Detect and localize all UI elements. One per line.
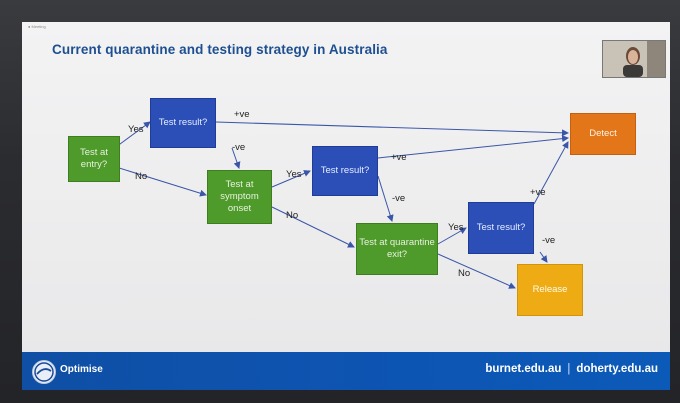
label-exit-no: No	[458, 268, 471, 279]
node-test-result-1-label: Test result?	[158, 117, 208, 128]
node-test-at-entry: Test at entry?	[68, 136, 120, 182]
arrow-result3-neg	[539, 251, 548, 263]
label-result3-neg: -ve	[542, 235, 556, 246]
node-test-at-entry-label: Test at entry?	[80, 147, 108, 170]
label-result3-pos: +ve	[530, 187, 546, 198]
slide-title: Current quarantine and testing strategy …	[52, 42, 388, 57]
label-result1-neg: -ve	[232, 142, 246, 153]
arrow-exit-yes	[437, 227, 467, 245]
link-burnet[interactable]: burnet.edu.au	[485, 363, 562, 375]
footer-separator: |	[567, 363, 571, 375]
label-entry-yes: Yes	[128, 124, 144, 135]
slide-top-caption: ● Meeting	[28, 24, 46, 29]
node-test-result-2: Test result?	[312, 146, 378, 196]
label-result2-pos: +ve	[391, 152, 407, 163]
presentation-slide: ● Meeting Current quarantine and testing…	[22, 22, 670, 390]
node-release: Release	[517, 264, 583, 316]
node-release-label: Release	[532, 284, 568, 295]
label-result1-pos: +ve	[234, 109, 250, 120]
arrow-result2-pos	[377, 135, 569, 159]
arrow-entry-yes	[115, 121, 151, 148]
node-test-result-2-label: Test result?	[320, 165, 370, 176]
label-entry-no: No	[135, 171, 148, 182]
arrow-result2-neg	[377, 175, 394, 222]
node-test-at-symptom-onset: Test at symptom onset	[207, 170, 272, 224]
label-result2-neg: -ve	[392, 193, 406, 204]
node-detect: Detect	[570, 113, 636, 155]
slide-footer: Optimise burnet.edu.au | doherty.edu.au	[22, 352, 670, 390]
link-doherty[interactable]: doherty.edu.au	[576, 363, 658, 375]
arrow-entry-no	[115, 166, 207, 197]
footer-links: burnet.edu.au | doherty.edu.au	[485, 363, 658, 375]
arrow-result1-neg	[231, 147, 241, 169]
optimise-logo-text: Optimise	[60, 364, 103, 375]
flowchart-arrows	[115, 121, 569, 289]
optimise-swirl-icon	[34, 362, 54, 382]
node-test-at-quarantine-exit-label: Test at quarantine exit?	[359, 237, 435, 260]
node-detect-label: Detect	[589, 128, 617, 139]
optimise-logo-icon	[32, 360, 56, 384]
label-symptom-no: No	[286, 210, 299, 221]
arrow-symptom-no	[271, 206, 355, 248]
node-test-result-3: Test result?	[468, 202, 534, 254]
node-test-at-quarantine-exit: Test at quarantine exit?	[356, 223, 438, 275]
presenter-video-thumbnail[interactable]	[602, 40, 666, 78]
label-exit-yes: Yes	[448, 222, 464, 233]
arrow-symptom-yes	[271, 170, 311, 188]
arrow-exit-no	[437, 253, 516, 289]
label-symptom-yes: Yes	[286, 169, 302, 180]
arrow-result1-pos	[215, 121, 569, 137]
arrow-result3-pos	[533, 141, 569, 205]
presenter-silhouette-icon	[603, 41, 665, 77]
node-test-at-symptom-onset-label: Test at symptom onset	[220, 179, 259, 214]
node-test-result-1: Test result?	[150, 98, 216, 148]
node-test-result-3-label: Test result?	[476, 222, 526, 233]
